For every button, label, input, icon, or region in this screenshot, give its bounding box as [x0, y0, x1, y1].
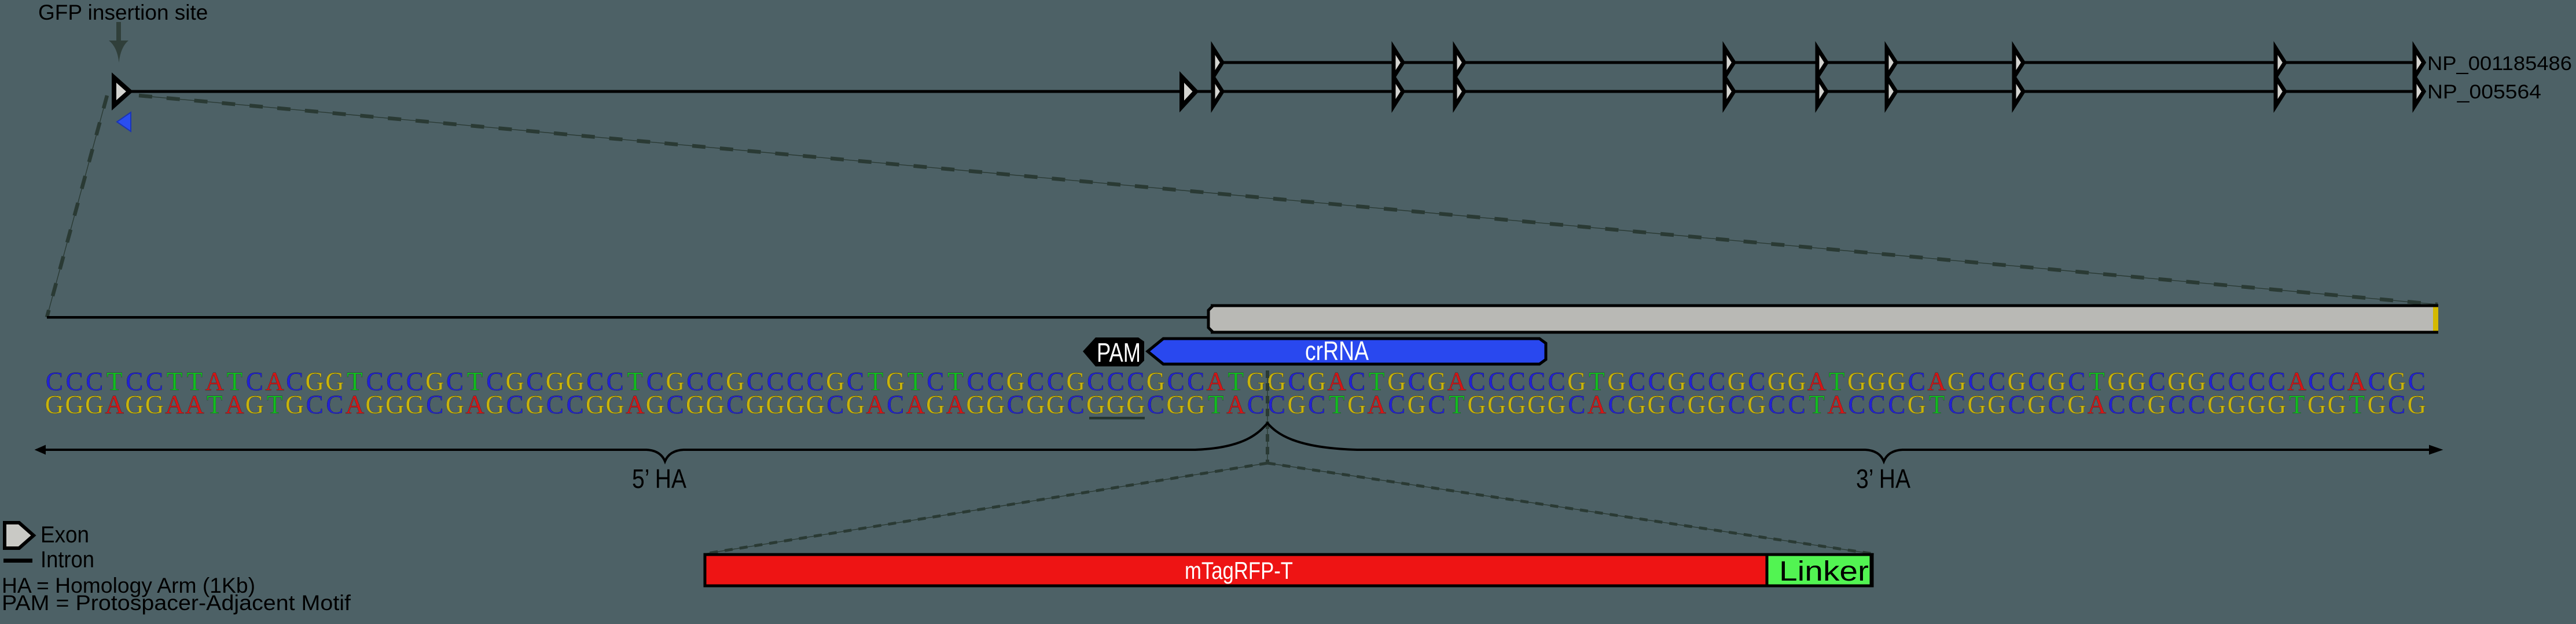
svg-text:mTagRFP-T: mTagRFP-T: [1185, 557, 1293, 584]
svg-text:NP_005564: NP_005564: [2427, 81, 2541, 103]
svg-text:HA = Homology Arm (1Kb): HA = Homology Arm (1Kb): [2, 574, 255, 597]
svg-text:Linker: Linker: [1779, 556, 1869, 587]
svg-text:NP_001185486: NP_001185486: [2427, 53, 2572, 75]
svg-text:PAM = Protospacer-Adjacent Mot: PAM = Protospacer-Adjacent Motif: [2, 591, 351, 615]
svg-text:PAM: PAM: [1097, 337, 1141, 368]
svg-text:Exon: Exon: [41, 522, 89, 548]
svg-text:GFP insertion site: GFP insertion site: [38, 1, 208, 24]
svg-text:Intron: Intron: [41, 547, 94, 572]
svg-text:crRNA: crRNA: [1305, 336, 1369, 366]
svg-text:3’ HA: 3’ HA: [1856, 464, 1910, 494]
svg-text:5’ HA: 5’ HA: [632, 464, 686, 494]
